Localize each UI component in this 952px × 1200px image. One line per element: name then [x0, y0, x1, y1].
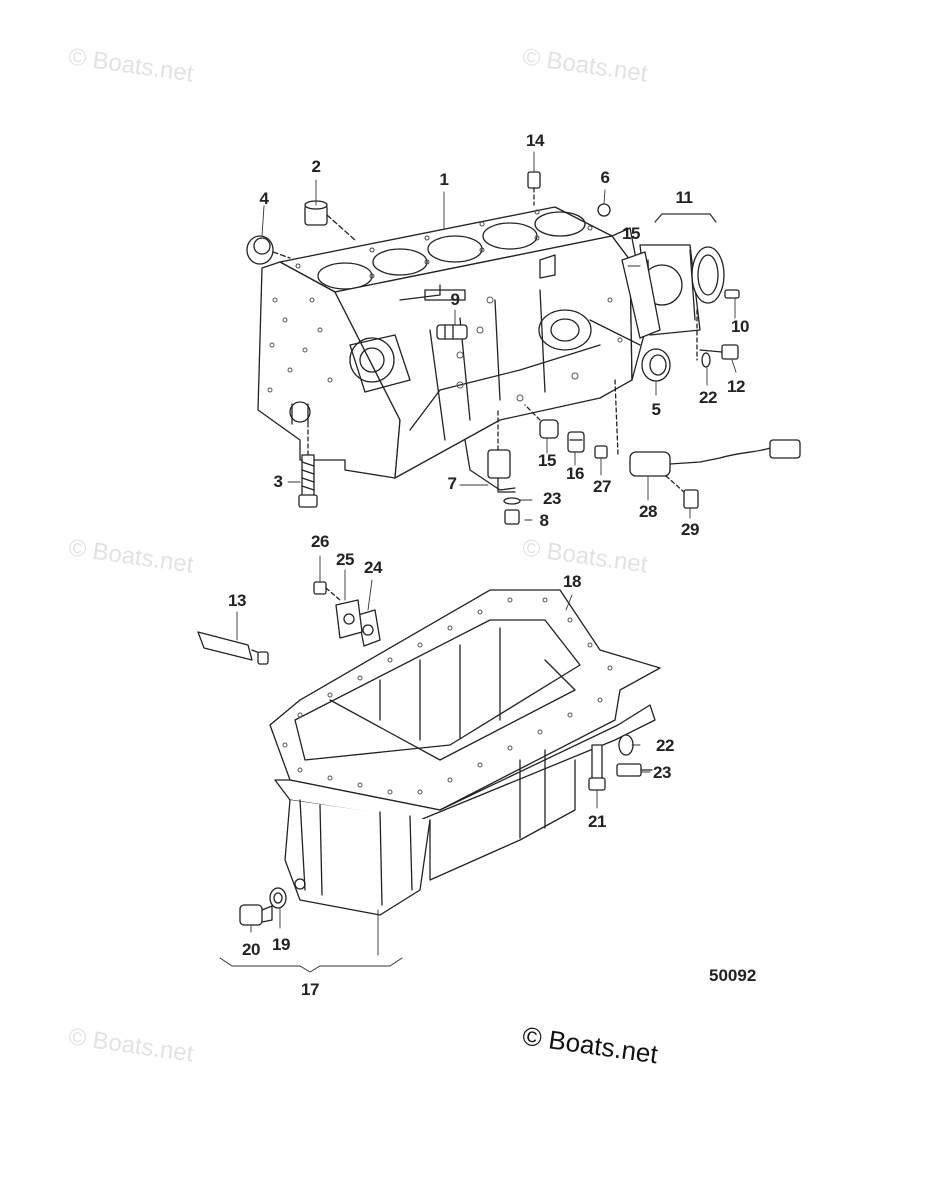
part-22-washer	[696, 309, 711, 368]
callout-23-upper: 23	[543, 489, 561, 508]
callout-24: 24	[364, 558, 382, 577]
callout-18: 18	[563, 572, 581, 591]
part-12-bolt	[699, 344, 739, 360]
callout-25: 25	[336, 550, 354, 569]
part-15-gasket	[621, 251, 661, 339]
part-6-plug	[597, 203, 611, 217]
callout-21: 21	[588, 812, 606, 831]
callout-13: 13	[228, 591, 246, 610]
callout-15-lower: 15	[538, 451, 556, 470]
callout-23-lower: 23	[653, 763, 671, 782]
part-26-bolt	[313, 581, 341, 601]
callout-22-lower: 22	[656, 736, 674, 755]
callout-4: 4	[259, 189, 269, 208]
callout-5: 5	[651, 400, 661, 419]
callout-28: 28	[639, 502, 657, 521]
part-14-dowel	[527, 171, 541, 206]
part-11-bracket	[654, 213, 717, 223]
callout-20: 20	[242, 940, 260, 959]
oil-pan	[274, 627, 656, 916]
callout-9: 9	[450, 290, 460, 309]
callout-10: 10	[731, 317, 749, 336]
part-3-bolt	[298, 424, 318, 508]
part-28-crank-sensor	[614, 379, 801, 477]
part-10-dowel	[724, 289, 740, 299]
callout-3: 3	[273, 472, 283, 491]
part-13-sealant-tube	[197, 631, 269, 665]
part-9-dowel	[436, 324, 468, 340]
part-23-bolt	[616, 763, 653, 777]
cylinder-block	[257, 206, 649, 479]
figure-number: 50092	[709, 966, 757, 985]
part-7-bracket	[464, 409, 516, 493]
part-24-gasket	[357, 609, 381, 647]
callout-22-upper: 22	[699, 388, 717, 407]
part-16-sensor	[567, 431, 585, 453]
part-4-plug	[246, 235, 291, 265]
callout-26: 26	[311, 532, 329, 551]
part-20-drain-plug	[239, 904, 273, 926]
part-19-washer	[269, 887, 287, 909]
callout-15-upper: 15	[622, 224, 640, 243]
bracket-17	[219, 957, 403, 973]
part-23-washer	[503, 497, 521, 505]
part-21-bolt	[588, 744, 606, 791]
callout-11: 11	[675, 188, 693, 207]
callout-8: 8	[539, 511, 549, 530]
callout-27: 27	[593, 477, 611, 496]
part-8-bolt	[504, 509, 520, 525]
callout-6: 6	[600, 168, 610, 187]
part-22-washer	[618, 734, 634, 756]
leader-lines	[236, 151, 737, 956]
callout-12: 12	[727, 377, 745, 396]
callout-1: 1	[439, 170, 449, 189]
callout-16: 16	[566, 464, 584, 483]
part-5-seal	[641, 348, 671, 382]
oil-pan-gasket	[269, 589, 661, 811]
callout-17: 17	[301, 980, 319, 999]
part-15-sensor	[524, 404, 559, 439]
callout-19: 19	[272, 935, 290, 954]
part-27-plug	[594, 445, 608, 459]
part-29-bolt	[665, 475, 699, 509]
part-2-plug	[304, 200, 356, 241]
callout-29: 29	[681, 520, 699, 539]
callout-7: 7	[447, 474, 457, 493]
callout-14: 14	[526, 131, 544, 150]
callout-2: 2	[311, 157, 321, 176]
part-25-plate	[335, 599, 363, 639]
